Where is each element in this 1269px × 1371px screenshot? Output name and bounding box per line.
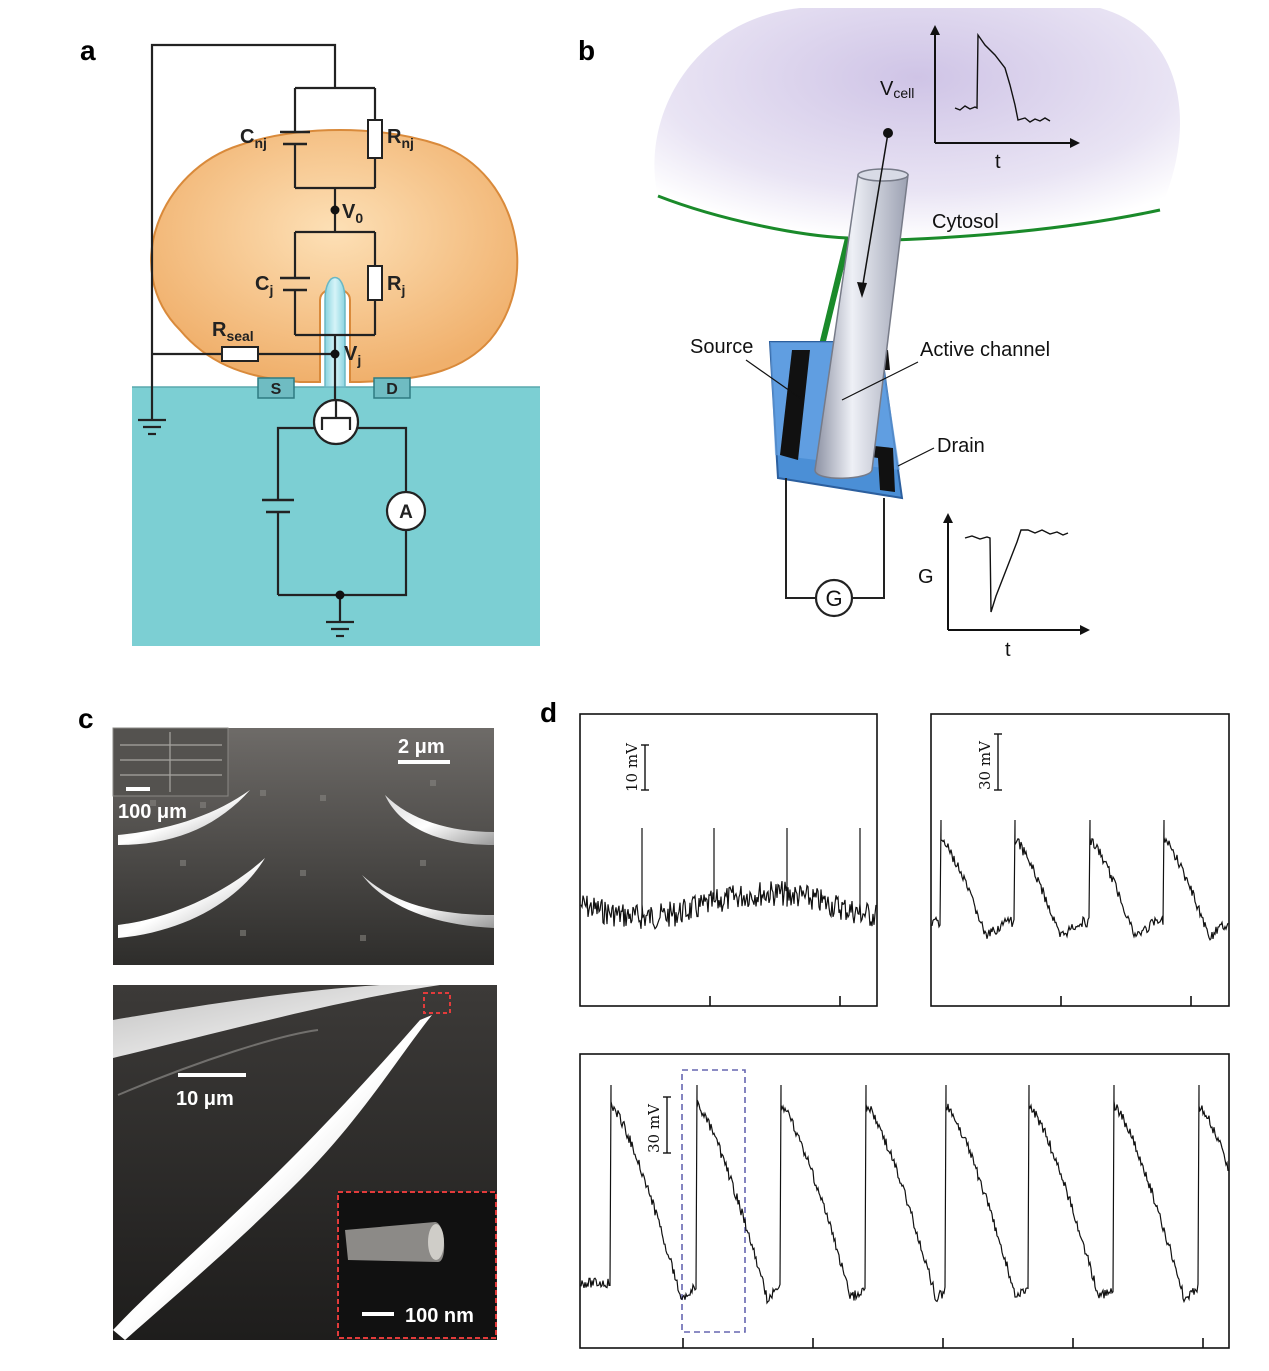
nanowire-bottom-background [113, 985, 440, 1058]
panel-d: d 10 mV 30 mV [540, 697, 1230, 1349]
g-inset-plot: G t [918, 513, 1090, 661]
panel-c: c 2 μm 100 μm 10 μm [78, 703, 497, 1340]
rseal-sub: seal [226, 328, 253, 344]
nanowire-2 [385, 795, 494, 845]
scale-bar-3: 30 mV [645, 1096, 671, 1154]
svg-text:Rnj: Rnj [387, 126, 414, 151]
cytosol-label: Cytosol [932, 211, 999, 233]
scale-10um: 10 μm [176, 1088, 234, 1110]
membrane-right [892, 208, 1161, 242]
panel-b: b G Vcell Cytosol Source Active channel [578, 8, 1180, 661]
panel-c-label: c [78, 703, 94, 734]
node-vj [330, 349, 340, 359]
ground-symbols [138, 418, 354, 638]
rj-label: R [387, 273, 402, 295]
scale-3-label: 30 mV [645, 1103, 663, 1153]
capacitors [262, 130, 310, 514]
cytosol-region [654, 8, 1180, 240]
svg-text:V0: V0 [342, 201, 363, 226]
scale-2um: 2 μm [398, 736, 445, 758]
trace-3 [580, 1084, 1229, 1305]
v0-sub: 0 [355, 210, 363, 226]
nanowire-4 [362, 875, 494, 928]
vj-label: V [344, 343, 358, 365]
vcell-label: V [880, 78, 894, 100]
cnj-sub: nj [254, 135, 266, 151]
vcell-inset-plot: t [930, 25, 1080, 173]
rnj-sub: nj [401, 135, 413, 151]
nanowire-bottom [113, 1015, 432, 1340]
cell-body [150, 129, 519, 383]
drain-label-b: Drain [937, 435, 985, 457]
panel-a-label: a [80, 35, 96, 66]
nanowire-3 [118, 858, 265, 938]
ammeter [385, 490, 427, 532]
vcell-sub: cell [893, 85, 914, 101]
source-contact [780, 350, 810, 460]
cnj-label: C [240, 126, 254, 148]
trace-1 [580, 828, 877, 930]
panel-a: a S D [80, 35, 540, 646]
resistor-seal [221, 346, 259, 362]
g-axis-label: G [918, 566, 934, 588]
nanowire-1 [118, 790, 250, 845]
nanotube [324, 277, 346, 388]
node-v0 [330, 205, 340, 215]
cj-label: C [255, 273, 269, 295]
conductance-meter [814, 578, 854, 618]
drain-pad [373, 377, 411, 399]
resistor-nj [367, 119, 383, 159]
recording-box-1 [579, 713, 878, 1007]
nanotube-tube [814, 174, 909, 479]
rj-sub: j [400, 282, 405, 298]
t-label-bottom: t [1005, 639, 1011, 661]
svg-text:Vj: Vj [344, 343, 361, 368]
trace-2 [931, 819, 1229, 941]
scale-1-label: 10 mV [623, 742, 641, 792]
vj-sub: j [356, 352, 361, 368]
recording-box-2 [930, 713, 1230, 1007]
scale-100um: 100 μm [118, 801, 187, 823]
rnj-label: R [387, 126, 402, 148]
scale-bar-2: 30 mV [976, 733, 1002, 791]
panel-d-label: d [540, 697, 557, 728]
drain-label: D [386, 381, 398, 398]
scale-bar-1: 10 mV [623, 742, 649, 792]
svg-text:Cnj: Cnj [240, 126, 267, 151]
resistor-j [367, 265, 383, 301]
panel-b-label: b [578, 35, 595, 66]
rseal-label: R [212, 319, 227, 341]
highlight-box [681, 1069, 746, 1333]
scale-100nm: 100 nm [405, 1305, 474, 1327]
source-label: S [271, 381, 282, 398]
svg-text:Cj: Cj [255, 273, 273, 298]
node-ground [335, 590, 345, 600]
scale-2-label: 30 mV [976, 740, 994, 790]
cj-sub: j [268, 282, 273, 298]
source-label-b: Source [690, 336, 753, 358]
svg-text:Rseal: Rseal [212, 319, 254, 344]
svg-text:Rj: Rj [387, 273, 405, 298]
svg-text:Vcell: Vcell [880, 78, 914, 101]
membrane-left [657, 194, 849, 240]
recording-box-3 [579, 1053, 1230, 1349]
active-channel-label: Active channel [920, 339, 1050, 361]
source-pad [257, 377, 295, 399]
g-meter-label: G [825, 586, 842, 611]
t-label-top: t [995, 151, 1001, 173]
ammeter-label: A [399, 502, 413, 523]
v0-label: V [342, 201, 356, 223]
